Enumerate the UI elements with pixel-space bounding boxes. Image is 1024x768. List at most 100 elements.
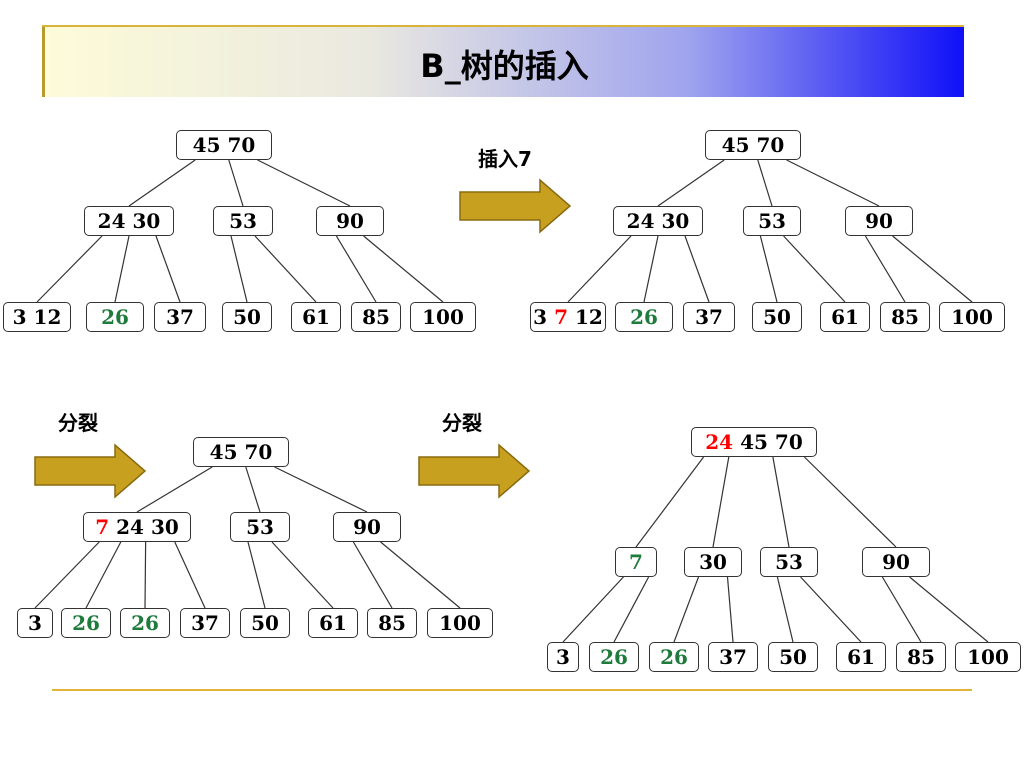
node-key: 61 [831, 305, 859, 329]
node-key: 7 [95, 515, 110, 539]
insert-label: 插入7 [478, 147, 532, 171]
tree-node-t2-b: 53 [743, 206, 801, 236]
node-key: 7 [629, 550, 643, 574]
node-key: 50 [233, 305, 261, 329]
edge-t3-c-l8 [380, 541, 461, 609]
node-key: 30 [132, 209, 161, 233]
node-key: 90 [865, 209, 893, 233]
node-key: 26 [660, 645, 688, 669]
tree-node-t1-l3: 37 [154, 302, 206, 332]
edge-t4-c-l5 [776, 576, 794, 643]
edge-t3-r-c [274, 466, 368, 513]
node-key: 45 [192, 133, 221, 157]
node-key: 90 [882, 550, 910, 574]
node-key: 7 [554, 305, 568, 329]
node-key: 70 [244, 440, 273, 464]
tree-node-t3-l4: 37 [180, 608, 230, 638]
edge-t1-c-l7 [363, 235, 444, 303]
node-key: 85 [891, 305, 919, 329]
edge-t4-a-l2 [613, 576, 650, 643]
edge-t3-a-l4 [174, 541, 206, 609]
footer-rule [52, 689, 972, 691]
edge-t4-r-b [712, 456, 730, 548]
title-bar: B_树的插入 [42, 27, 964, 97]
node-key: 12 [33, 305, 62, 329]
node-key: 3 [28, 611, 42, 635]
edge-t2-r-c [786, 159, 880, 207]
edge-t2-b-l5 [783, 235, 846, 303]
tree-node-t1-l4: 50 [222, 302, 272, 332]
tree-node-t4-l3: 26 [649, 642, 699, 672]
split-arrow-icon-2 [418, 443, 531, 499]
tree-node-t3-l3: 26 [120, 608, 170, 638]
edge-t4-a-l1 [562, 576, 624, 643]
edge-t1-b-l5 [254, 235, 317, 303]
tree-node-t3-l7: 85 [367, 608, 417, 638]
tree-node-t2-l4: 50 [752, 302, 802, 332]
tree-node-t3-l8: 100 [427, 608, 493, 638]
node-key: 45 [740, 430, 768, 454]
node-key: 26 [600, 645, 628, 669]
edge-t4-r-d [803, 456, 897, 548]
tree-node-t4-c: 53 [760, 547, 818, 577]
node-key: 85 [907, 645, 935, 669]
node-key: 37 [695, 305, 723, 329]
edge-t2-a-l1 [567, 235, 632, 303]
node-key: 53 [758, 209, 786, 233]
edge-t4-d-l7 [881, 576, 922, 643]
tree-node-t2-l3: 37 [683, 302, 735, 332]
tree-node-t4-d: 90 [862, 547, 930, 577]
tree-node-t3-l6: 61 [308, 608, 358, 638]
tree-node-t1-l7: 100 [410, 302, 476, 332]
node-key: 24 [97, 209, 126, 233]
node-key: 26 [131, 611, 159, 635]
edge-t4-c-l6 [800, 576, 862, 643]
node-key: 24 [705, 430, 734, 454]
node-key: 70 [756, 133, 785, 157]
tree-node-t4-l5: 50 [768, 642, 818, 672]
tree-node-t1-l5: 61 [291, 302, 341, 332]
edge-t4-r-a [635, 456, 705, 548]
node-key: 70 [227, 133, 256, 157]
node-key: 61 [302, 305, 330, 329]
node-key: 100 [967, 645, 1009, 669]
edge-t3-a-l1 [34, 541, 100, 609]
node-key: 37 [191, 611, 219, 635]
tree-node-t1-l6: 85 [351, 302, 401, 332]
node-key: 24 [116, 515, 144, 539]
tree-node-t4-l2: 26 [589, 642, 639, 672]
edge-t2-c-l6 [864, 235, 906, 303]
tree-node-t2-c: 90 [845, 206, 913, 236]
edge-t3-a-l3 [144, 541, 147, 609]
tree-node-t4-l7: 85 [896, 642, 946, 672]
edge-t1-a-l3 [155, 235, 181, 303]
node-key: 37 [719, 645, 747, 669]
split-label-1: 分裂 [58, 411, 98, 435]
tree-node-t4-a: 7 [615, 547, 657, 577]
edge-t1-r-b [228, 159, 244, 207]
node-key: 50 [251, 611, 279, 635]
tree-node-t2-l7: 100 [939, 302, 1005, 332]
edge-t1-c-l6 [335, 235, 377, 303]
edge-t2-a-l2 [643, 235, 659, 303]
node-key: 3 [533, 305, 548, 329]
tree-node-t1-l2: 26 [86, 302, 144, 332]
tree-node-t1-b: 53 [213, 206, 273, 236]
edge-t4-d-l8 [909, 576, 989, 643]
node-key: 26 [72, 611, 100, 635]
node-key: 3 [556, 645, 570, 669]
node-key: 53 [229, 209, 257, 233]
split-arrow-icon-1 [34, 443, 147, 499]
node-key: 30 [699, 550, 727, 574]
node-key: 85 [362, 305, 390, 329]
edge-t3-b-l6 [271, 541, 334, 609]
node-key: 37 [166, 305, 194, 329]
edge-t4-b-l3 [673, 576, 700, 643]
tree-node-t3-l2: 26 [61, 608, 111, 638]
edge-t3-b-l5 [247, 541, 266, 609]
